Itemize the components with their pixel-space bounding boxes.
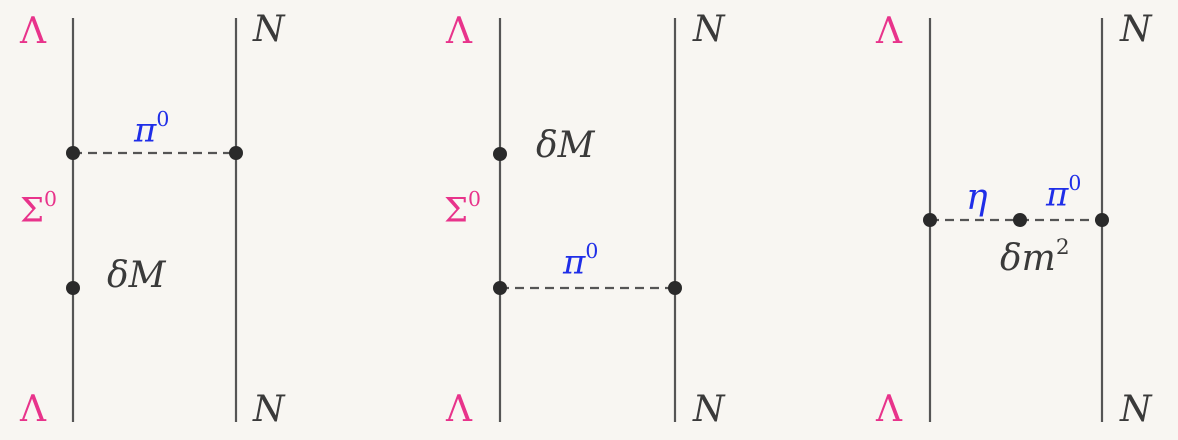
d2-label-bottom-right: N <box>693 389 725 430</box>
d2-label-bottom-left: Λ <box>446 389 472 430</box>
d3-mixing-insertion <box>1013 213 1027 227</box>
d2-label-top-left: Λ <box>446 11 472 52</box>
d2-label-top-right: N <box>693 9 725 50</box>
d3-vertex-left <box>923 213 937 227</box>
d1-label-bottom-right: N <box>253 389 285 430</box>
d1-label-insertion: δM <box>107 255 166 296</box>
d3-label-top-right: N <box>1120 9 1152 50</box>
d3-label-top-left: Λ <box>876 11 902 52</box>
d2-vertex-right <box>668 281 682 295</box>
d3-label-bottom-right: N <box>1120 389 1152 430</box>
d2-label-sigma: Σ0 <box>444 186 482 231</box>
d3-label-pion: π0 <box>1046 170 1082 215</box>
d1-label-top-right: N <box>253 9 285 50</box>
d1-vertex-right <box>229 146 243 160</box>
d3-label-insertion: δm2 <box>1000 234 1070 279</box>
d3-vertex-right <box>1095 213 1109 227</box>
d1-label-top-left: Λ <box>20 11 46 52</box>
d3-label-bottom-left: Λ <box>876 389 902 430</box>
d1-vertex-top <box>66 146 80 160</box>
d2-label-pion: π0 <box>563 238 599 283</box>
d3-label-eta: η <box>966 177 988 218</box>
d2-vertex-left <box>493 281 507 295</box>
d1-label-bottom-left: Λ <box>20 389 46 430</box>
d2-label-insertion: δM <box>536 125 595 166</box>
d1-label-pion: π0 <box>134 106 170 151</box>
d1-label-sigma: Σ0 <box>20 186 58 231</box>
d1-mass-insertion <box>66 281 80 295</box>
d2-mass-insertion <box>493 147 507 161</box>
